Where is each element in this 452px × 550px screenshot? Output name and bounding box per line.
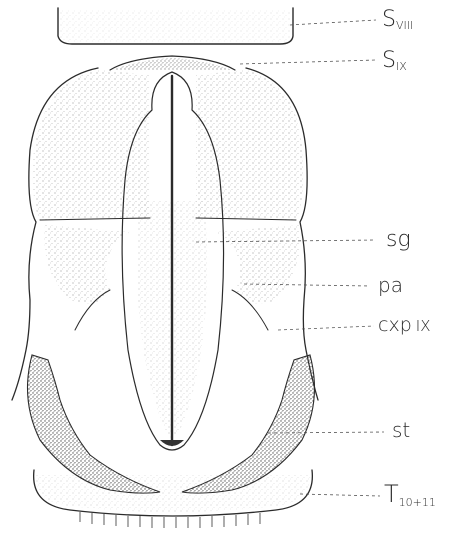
svg-text:T10+11: T10+11 — [384, 480, 436, 509]
sternite-viii — [58, 8, 293, 44]
sternite-ix — [110, 56, 235, 70]
label-st-text: st — [392, 418, 410, 442]
label-st: st — [392, 418, 410, 442]
svg-text:SVIII: SVIII — [382, 7, 413, 32]
label-pa: pa — [378, 273, 403, 297]
label-cxp-sub: IX — [416, 317, 431, 335]
label-t1011-sub: 10+11 — [399, 496, 436, 509]
label-t1011-main: T — [384, 480, 399, 508]
tergite-10-11 — [34, 470, 313, 528]
label-s9-sub: IX — [396, 60, 407, 73]
label-s8-sub: VIII — [396, 19, 413, 32]
label-s9-main: S — [382, 48, 396, 73]
label-s8: SVIII — [382, 7, 413, 32]
label-t1011: T10+11 — [384, 480, 436, 509]
svg-text:SIX: SIX — [382, 48, 407, 73]
label-sg: sg — [386, 227, 411, 252]
label-pa-text: pa — [378, 273, 403, 297]
label-cxp-main: cxp — [378, 314, 412, 336]
label-s8-main: S — [382, 7, 396, 32]
label-sg-text: sg — [386, 227, 411, 252]
label-s9: SIX — [382, 48, 407, 73]
